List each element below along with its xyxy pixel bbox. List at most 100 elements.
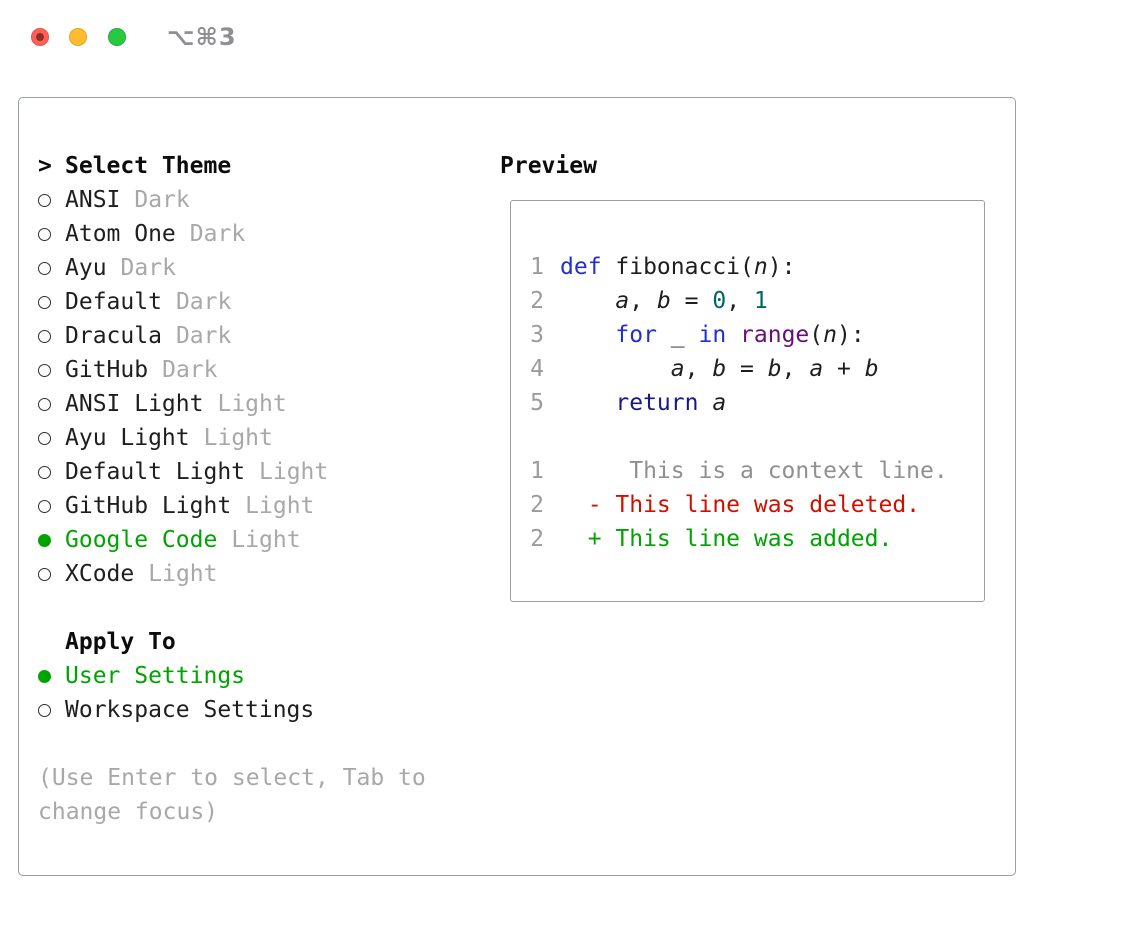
- apply-option-label: User Settings: [65, 663, 246, 689]
- token-plain: ):: [767, 254, 796, 280]
- token-var: b: [712, 356, 727, 382]
- token-kw: in: [698, 322, 727, 348]
- window-titlebar: ⌥⌘3: [0, 0, 1140, 74]
- radio-selected-icon: [38, 669, 51, 683]
- spacer: [530, 420, 984, 454]
- line-number: 4: [530, 356, 544, 382]
- radio-unselected-icon: [38, 703, 51, 717]
- theme-variant: Dark: [134, 187, 190, 213]
- radio-unselected-icon: [38, 261, 51, 275]
- diff-preview: 1 This is a context line.2 - This line w…: [530, 454, 984, 556]
- radio-unselected-icon: [38, 499, 51, 513]
- theme-name: Ayu: [65, 255, 107, 281]
- theme-variant: Dark: [120, 255, 176, 281]
- theme-variant: Light: [231, 527, 301, 553]
- code-text: a, b = 0, 1: [560, 284, 768, 318]
- code-line: 3 for _ in range(n):: [530, 318, 984, 352]
- token-plain: ,: [781, 356, 810, 382]
- theme-name: Default Light: [65, 459, 246, 485]
- token-plain: [698, 390, 712, 416]
- theme-option-default[interactable]: Default Dark: [38, 285, 426, 319]
- code-line: 1 def fibonacci(n):: [530, 250, 984, 284]
- radio-unselected-icon: [38, 227, 51, 241]
- theme-variant: Dark: [175, 289, 232, 315]
- token-builtin: range: [740, 322, 810, 348]
- apply-to-header: Apply To: [65, 629, 176, 655]
- theme-option-ayu-light[interactable]: Ayu Light Light: [38, 421, 426, 455]
- token-plain: (: [809, 322, 824, 348]
- line-number: 5: [530, 390, 544, 416]
- token-plain: [560, 356, 671, 382]
- token-plain: [560, 322, 615, 348]
- theme-name: ANSI: [65, 187, 121, 213]
- code-line: 4 a, b = b, a + b: [530, 352, 984, 386]
- apply-option-user-settings[interactable]: User Settings: [38, 659, 426, 693]
- select-theme-header: > Select Theme: [38, 149, 426, 183]
- token-plain: +: [823, 356, 865, 382]
- theme-name: ANSI Light: [65, 391, 204, 417]
- code-text: a, b = b, a + b: [560, 352, 879, 386]
- theme-name: GitHub Light: [65, 493, 232, 519]
- prompt-caret: >: [38, 153, 52, 179]
- code-text: def fibonacci(n):: [560, 250, 795, 284]
- token-plain: _: [656, 322, 699, 348]
- zoom-button[interactable]: [108, 28, 126, 46]
- radio-unselected-icon: [38, 567, 51, 581]
- token-plain: fibonacci(: [601, 254, 754, 280]
- close-button[interactable]: [31, 28, 49, 46]
- token-kw: for: [615, 322, 657, 348]
- help-line-2: change focus): [38, 799, 219, 825]
- radio-selected-icon: [38, 533, 51, 547]
- theme-option-ayu[interactable]: Ayu Dark: [38, 251, 426, 285]
- select-theme-title: Select Theme: [65, 153, 232, 179]
- line-number: 2: [530, 288, 544, 314]
- theme-name: XCode: [65, 561, 135, 587]
- code-line: 2 a, b = 0, 1: [530, 284, 984, 318]
- line-number: 1: [530, 254, 544, 280]
- token-plain: [560, 390, 615, 416]
- token-num: 1: [753, 288, 768, 314]
- theme-option-default-light[interactable]: Default Light Light: [38, 455, 426, 489]
- diff-line-context: 1 This is a context line.: [530, 454, 984, 488]
- line-number: 2: [530, 492, 544, 518]
- theme-variant: Light: [203, 425, 273, 451]
- theme-name: Default: [65, 289, 162, 315]
- code-line: 5 return a: [530, 386, 984, 420]
- radio-unselected-icon: [38, 295, 51, 309]
- diff-line-added: 2 + This line was added.: [530, 522, 984, 556]
- radio-unselected-icon: [38, 193, 51, 207]
- token-kw: def: [560, 254, 602, 280]
- theme-variant: Light: [148, 561, 218, 587]
- apply-option-label: Workspace Settings: [65, 697, 315, 723]
- theme-name: Ayu Light: [65, 425, 190, 451]
- preview-title: Preview: [500, 153, 597, 179]
- apply-option-workspace-settings[interactable]: Workspace Settings: [38, 693, 426, 727]
- radio-unselected-icon: [38, 465, 51, 479]
- diff-text: This is a context line.: [560, 458, 948, 484]
- theme-option-ansi[interactable]: ANSI Dark: [38, 183, 426, 217]
- token-var: b: [656, 288, 671, 314]
- token-plain: [726, 322, 740, 348]
- line-number: 3: [530, 322, 544, 348]
- minimize-button[interactable]: [69, 28, 87, 46]
- token-var: n: [753, 254, 768, 280]
- line-number: 2: [530, 526, 544, 552]
- theme-variant: Light: [259, 459, 329, 485]
- theme-option-xcode[interactable]: XCode Light: [38, 557, 426, 591]
- radio-unselected-icon: [38, 329, 51, 343]
- line-number: 1: [530, 458, 544, 484]
